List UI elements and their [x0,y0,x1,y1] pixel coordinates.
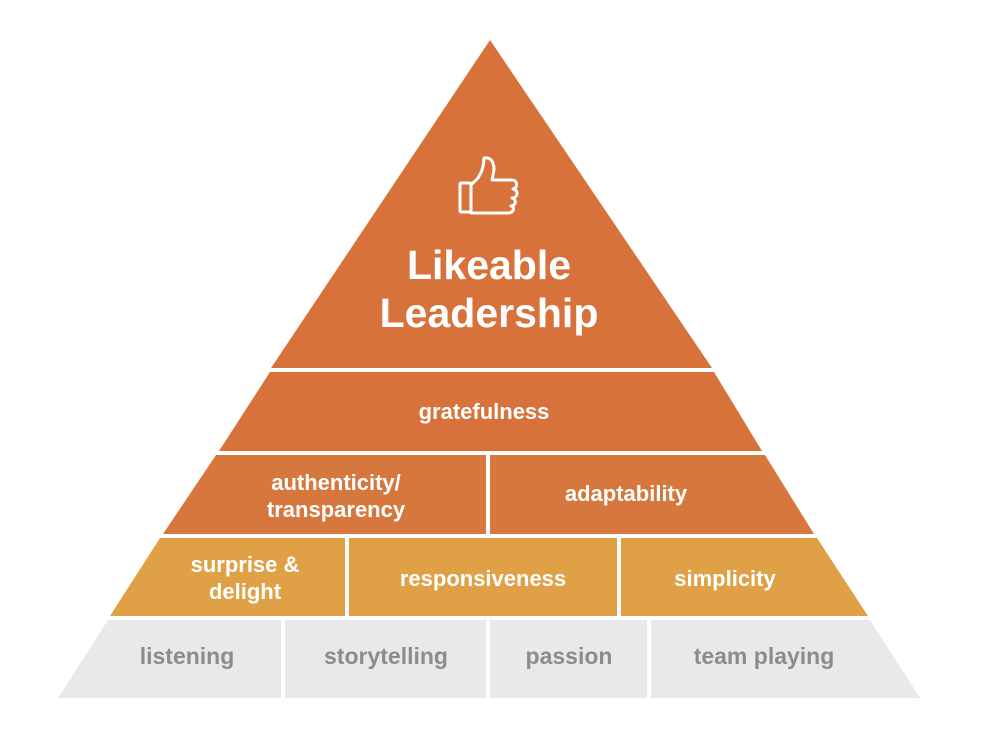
base-storytelling [285,620,486,698]
tier-surprise-label-line-1: surprise & [191,552,300,577]
tier-simplicity-label: simplicity [674,566,776,591]
tier-authenticity-label-line-2: transparency [267,497,406,522]
pyramid-apex-tier [271,40,712,368]
tier-gratefulness [219,372,762,451]
base-passion [490,620,647,698]
tier-surprise-delight [110,538,345,616]
tier-adaptability-label: adaptability [565,481,688,506]
title-line-2: Leadership [380,290,599,336]
title-line-1: Likeable [407,242,571,288]
base-passion-label: passion [526,643,613,669]
tier-authenticity-transparency [163,455,486,534]
base-listening-label: listening [140,643,235,669]
base-storytelling-label: storytelling [324,643,448,669]
tier-responsiveness [349,538,617,616]
base-listening [58,620,281,698]
thumbs-up-icon [458,156,519,215]
tier-simplicity [621,538,868,616]
tier-adaptability [490,455,814,534]
tier-authenticity-label-line-1: authenticity/ [271,470,401,495]
tier-gratefulness-label: gratefulness [419,399,550,424]
tier-responsiveness-label: responsiveness [400,566,566,591]
tier-surprise-label-line-2: delight [209,579,282,604]
base-team-playing [651,620,920,698]
base-team-playing-label: team playing [694,643,835,669]
